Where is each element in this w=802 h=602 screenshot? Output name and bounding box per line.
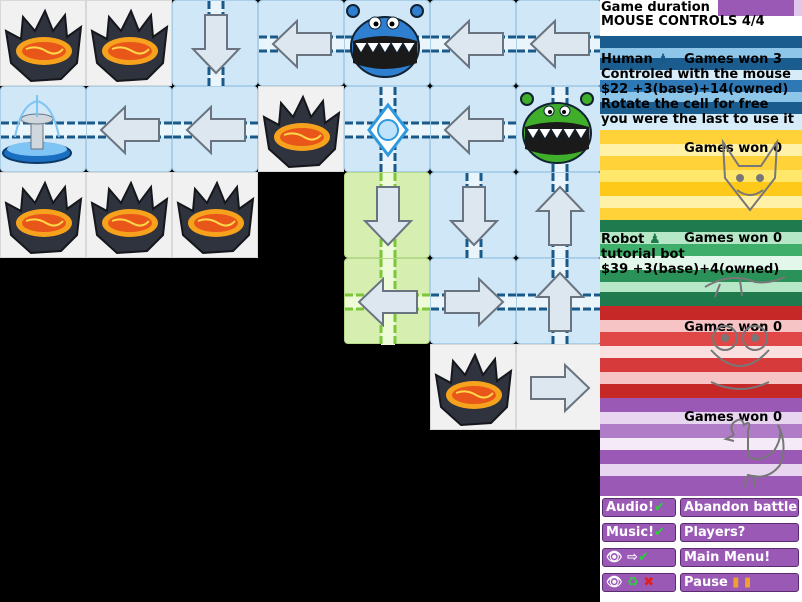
lava-cell[interactable] (0, 172, 86, 258)
arrow-right-icon: ⇨ (627, 550, 638, 565)
duration-bar-fill (718, 0, 794, 16)
audio-button[interactable]: Audio!✔ (602, 498, 676, 517)
check-icon: ✔ (637, 550, 649, 565)
music-button[interactable]: Music!✔ (602, 523, 676, 542)
lava-cell[interactable] (172, 172, 258, 258)
players-button[interactable]: Players? (680, 523, 799, 542)
eye-icon: 👁 (606, 550, 623, 565)
pipe-cell-blue-monster[interactable] (344, 0, 431, 86)
pipe-cell-junction[interactable] (344, 86, 431, 173)
mode-label: MOUSE CONTROLS 4/4 (601, 14, 765, 29)
pipe-cell-right[interactable] (516, 344, 602, 430)
fox-icon (721, 138, 779, 212)
pipe-cell-up[interactable] (516, 258, 603, 345)
pipe-cell-down[interactable] (172, 0, 258, 87)
pipe-cell-green-monster[interactable] (516, 86, 602, 173)
pipe-cell-left[interactable] (258, 0, 345, 86)
cross-icon: ✖ (643, 575, 655, 590)
pipe-cell-down-green[interactable] (344, 172, 430, 259)
human-line3: Rotate the cell for free (601, 97, 769, 112)
check-icon: ✔ (653, 500, 665, 515)
rooster-wins: Games won 0 (684, 410, 782, 425)
robot-line2: $39 +3(base)+4(owned) (601, 262, 780, 277)
human-name: Human ♟ (601, 52, 669, 67)
side-panel: Game duration MOUSE CONTROLS 4/4 Human ♟… (600, 0, 802, 602)
pipe-cell-left-green[interactable] (344, 258, 431, 345)
frog-icon (710, 325, 770, 390)
robot-wins: Games won 0 (684, 231, 782, 246)
frog-wins: Games won 0 (684, 320, 782, 335)
game-board (0, 0, 603, 430)
green-monster-icon (520, 92, 594, 164)
fountain-cell[interactable] (0, 86, 87, 172)
lava-cell[interactable] (86, 0, 172, 86)
pipe-cell-right[interactable] (430, 258, 517, 344)
human-line2: $22 +3(base)+14(owned) (601, 82, 789, 97)
lava-cell[interactable] (86, 172, 172, 258)
blue-monster-icon (346, 4, 424, 78)
pipe-cell-down[interactable] (430, 172, 516, 259)
show-hints-toggle[interactable]: 👁 ⇨✔ (602, 548, 676, 567)
pipe-cell-up[interactable] (516, 172, 602, 259)
human-line4: you were the last to use it (601, 112, 794, 127)
pipe-cell-left[interactable] (86, 86, 173, 172)
show-recycle-toggle[interactable]: 👁 ♻ ✖ (602, 573, 676, 592)
game-duration-label: Game duration (601, 0, 710, 15)
check-icon: ✔ (654, 525, 665, 540)
lava-cell[interactable] (0, 0, 86, 86)
rooster-icon (723, 418, 785, 488)
human-line1: Controled with the mouse (601, 67, 791, 82)
human-wins: Games won 3 (684, 52, 782, 67)
pipe-cell-left[interactable] (516, 0, 603, 86)
abandon-battle-button[interactable]: Abandon battle! (680, 498, 799, 517)
main-menu-button[interactable]: Main Menu! (680, 548, 799, 567)
pipe-cell-left[interactable] (430, 0, 517, 86)
pipe-cell-left[interactable] (430, 86, 517, 172)
fox-wins: Games won 0 (684, 141, 782, 156)
pause-button[interactable]: Pause ▮ ▮ (680, 573, 799, 592)
lizard-icon (704, 276, 786, 298)
fountain-icon (2, 95, 72, 164)
lava-cell[interactable] (258, 86, 344, 172)
pause-icon: ▮ ▮ (732, 575, 752, 590)
robot-name: Robot ♟ (601, 232, 661, 247)
robot-line1: tutorial bot (601, 247, 685, 262)
lava-cell[interactable] (430, 344, 516, 430)
duration-bar-track (718, 0, 802, 16)
person-icon: ♟ (648, 232, 661, 247)
person-icon: ♟ (657, 52, 669, 67)
pipe-cell-left[interactable] (172, 86, 259, 172)
eye-icon: 👁 (606, 575, 623, 590)
recycle-icon: ♻ (627, 575, 639, 590)
